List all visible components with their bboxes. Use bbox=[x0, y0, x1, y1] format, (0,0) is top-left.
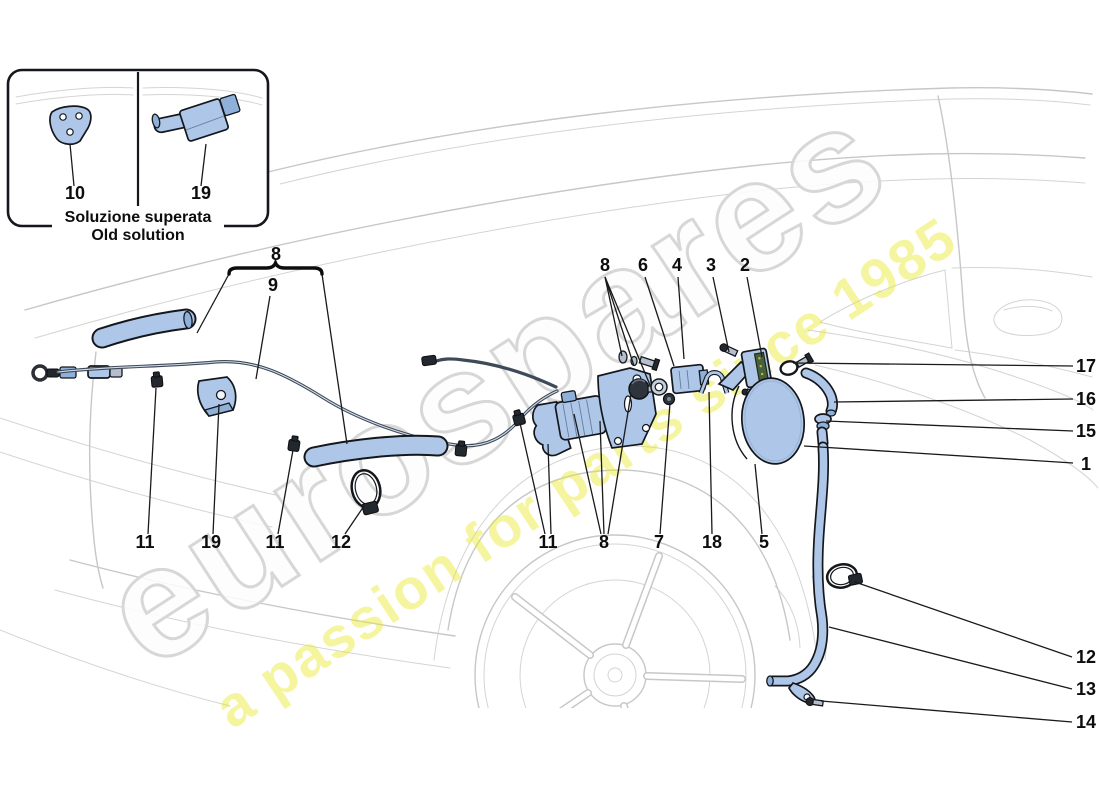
callout-16: 16 bbox=[1076, 389, 1096, 409]
highlighted-parts bbox=[31, 308, 863, 707]
fuel-filler-flap bbox=[731, 377, 806, 465]
callout-19: 19 bbox=[191, 183, 211, 203]
callout-10: 10 bbox=[65, 183, 85, 203]
leader-line-11 bbox=[147, 387, 157, 535]
old-part-valve bbox=[151, 93, 241, 142]
car-line-art bbox=[0, 87, 1099, 708]
callout-6: 6 bbox=[638, 255, 648, 275]
callout-9: 9 bbox=[268, 275, 278, 295]
callout-8: 8 bbox=[600, 255, 610, 275]
caption-backdrop bbox=[52, 206, 224, 248]
leader-line-18 bbox=[708, 391, 713, 535]
callout-11: 11 bbox=[538, 532, 557, 552]
tube-screw bbox=[805, 697, 824, 707]
cable-sheaths bbox=[91, 308, 449, 468]
callout-17: 17 bbox=[1076, 356, 1096, 376]
inset-old-solution: Soluzione superata Old solution bbox=[6, 68, 270, 248]
hose-clamp-right bbox=[825, 563, 863, 589]
callout-3: 3 bbox=[706, 255, 716, 275]
leader-line-11 bbox=[547, 443, 552, 535]
callout-12: 12 bbox=[1076, 647, 1096, 667]
leader-line-3 bbox=[712, 276, 730, 353]
leader-line-1 bbox=[803, 445, 1074, 464]
leader-line-5 bbox=[754, 463, 763, 535]
leader-line-6 bbox=[644, 276, 675, 367]
leader-line-17 bbox=[792, 362, 1074, 367]
callout-8: 8 bbox=[271, 244, 281, 264]
inset-caption-italian: Soluzione superata bbox=[65, 209, 212, 226]
leader-line-16 bbox=[833, 398, 1074, 403]
leader-line-14 bbox=[820, 700, 1073, 723]
callout-5: 5 bbox=[759, 532, 769, 552]
callout-2: 2 bbox=[740, 255, 750, 275]
callout-8: 8 bbox=[599, 532, 609, 552]
inset-caption-english: Old solution bbox=[91, 227, 184, 244]
callout-4: 4 bbox=[672, 255, 682, 275]
drain-tube bbox=[766, 367, 838, 705]
callout-19: 19 bbox=[201, 532, 221, 552]
leader-line-10 bbox=[69, 143, 75, 187]
leader-line-12 bbox=[344, 505, 365, 535]
leader-line-7 bbox=[659, 402, 671, 535]
leader-line-15 bbox=[825, 420, 1074, 432]
brace-8 bbox=[227, 258, 324, 276]
leader-line-8 bbox=[604, 276, 623, 357]
wheel bbox=[474, 534, 756, 708]
latch-assembly bbox=[670, 347, 773, 395]
callout-11: 11 bbox=[265, 532, 284, 552]
leader-line-4 bbox=[677, 276, 685, 360]
mount-bracket bbox=[196, 376, 237, 417]
callout-7: 7 bbox=[654, 532, 664, 552]
leader-line-19 bbox=[200, 143, 207, 187]
leader-line-19 bbox=[212, 403, 220, 535]
leader-line-8 bbox=[604, 276, 635, 367]
leader-line-11 bbox=[519, 422, 546, 535]
flap-actuator bbox=[532, 367, 657, 457]
gasket-ring bbox=[779, 352, 815, 376]
leader-line-8 bbox=[604, 276, 651, 386]
callout-11: 11 bbox=[135, 532, 154, 552]
leader-line-9 bbox=[255, 295, 271, 380]
callout-15: 15 bbox=[1076, 421, 1096, 441]
callout-13: 13 bbox=[1076, 679, 1096, 699]
callout-14: 14 bbox=[1076, 712, 1096, 732]
leader-line-12 bbox=[854, 581, 1073, 658]
callout-18: 18 bbox=[702, 532, 722, 552]
leader-line-11 bbox=[277, 449, 294, 535]
callout-1: 1 bbox=[1081, 454, 1091, 474]
leader-line-8 bbox=[599, 420, 605, 535]
hose-clamp-left bbox=[350, 469, 382, 516]
leader-line-2 bbox=[746, 276, 763, 358]
leader-line-13 bbox=[828, 626, 1073, 690]
leader-line-8 bbox=[573, 413, 602, 535]
leader-line-8 bbox=[196, 273, 230, 334]
leader-line-8 bbox=[607, 393, 632, 535]
leader-line-8 bbox=[321, 273, 348, 445]
callout-12: 12 bbox=[331, 532, 351, 552]
old-part-plate bbox=[49, 105, 92, 145]
